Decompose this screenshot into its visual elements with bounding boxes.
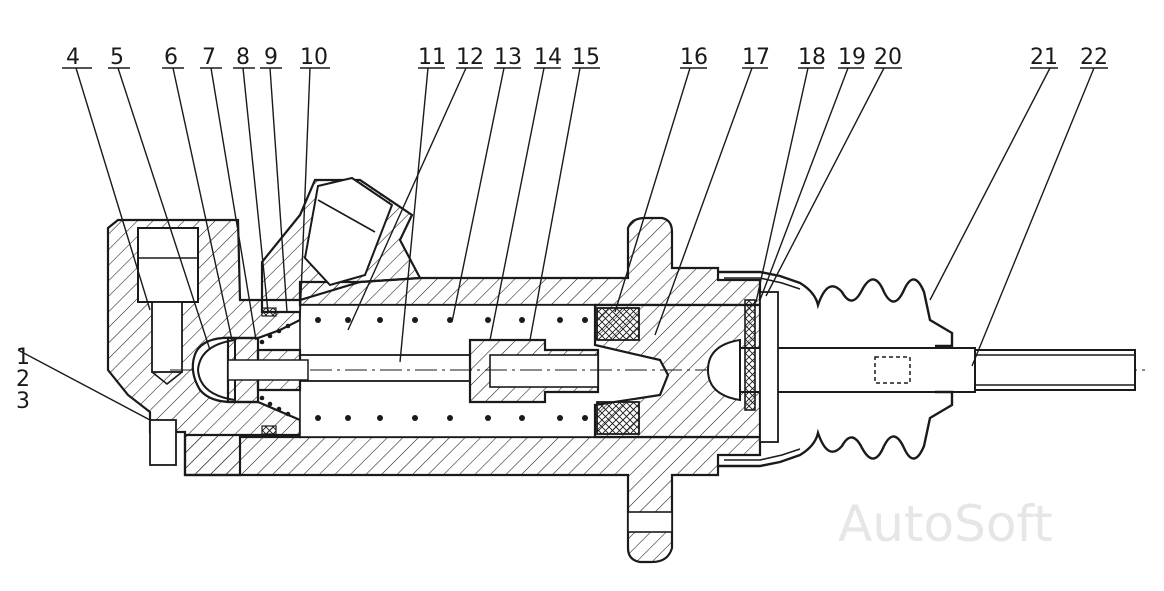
label-3: 3	[16, 389, 30, 414]
label-7: 7	[202, 45, 216, 70]
label-20: 20	[874, 45, 902, 70]
label-10: 10	[300, 45, 328, 70]
valve-head	[196, 307, 309, 435]
cylinder-housing	[106, 176, 762, 564]
label-12: 12	[456, 45, 484, 70]
label-1: 1	[16, 345, 30, 370]
label-8: 8	[236, 45, 250, 70]
label-16: 16	[680, 45, 708, 70]
push-rod-assembly	[706, 270, 1136, 468]
cylinder-bore	[170, 303, 1150, 439]
label-5: 5	[110, 45, 124, 70]
label-2: 2	[16, 367, 30, 392]
label-18: 18	[798, 45, 826, 70]
return-spring	[315, 317, 588, 421]
label-13: 13	[494, 45, 522, 70]
label-11: 11	[418, 45, 446, 70]
label-19: 19	[838, 45, 866, 70]
label-14: 14	[534, 45, 562, 70]
label-21: 21	[1030, 45, 1058, 70]
label-4: 4	[66, 45, 80, 70]
label-15: 15	[572, 45, 600, 70]
label-22: 22	[1080, 45, 1108, 70]
part-labels: 1 2 3 4 5 6 7 8 9 10 11 12 13 14 15 16 1…	[16, 45, 1108, 414]
watermark: AutoSoft	[838, 495, 1053, 553]
label-6: 6	[164, 45, 178, 70]
label-17: 17	[742, 45, 770, 70]
leader-lines	[17, 67, 1108, 421]
label-9: 9	[264, 45, 278, 70]
